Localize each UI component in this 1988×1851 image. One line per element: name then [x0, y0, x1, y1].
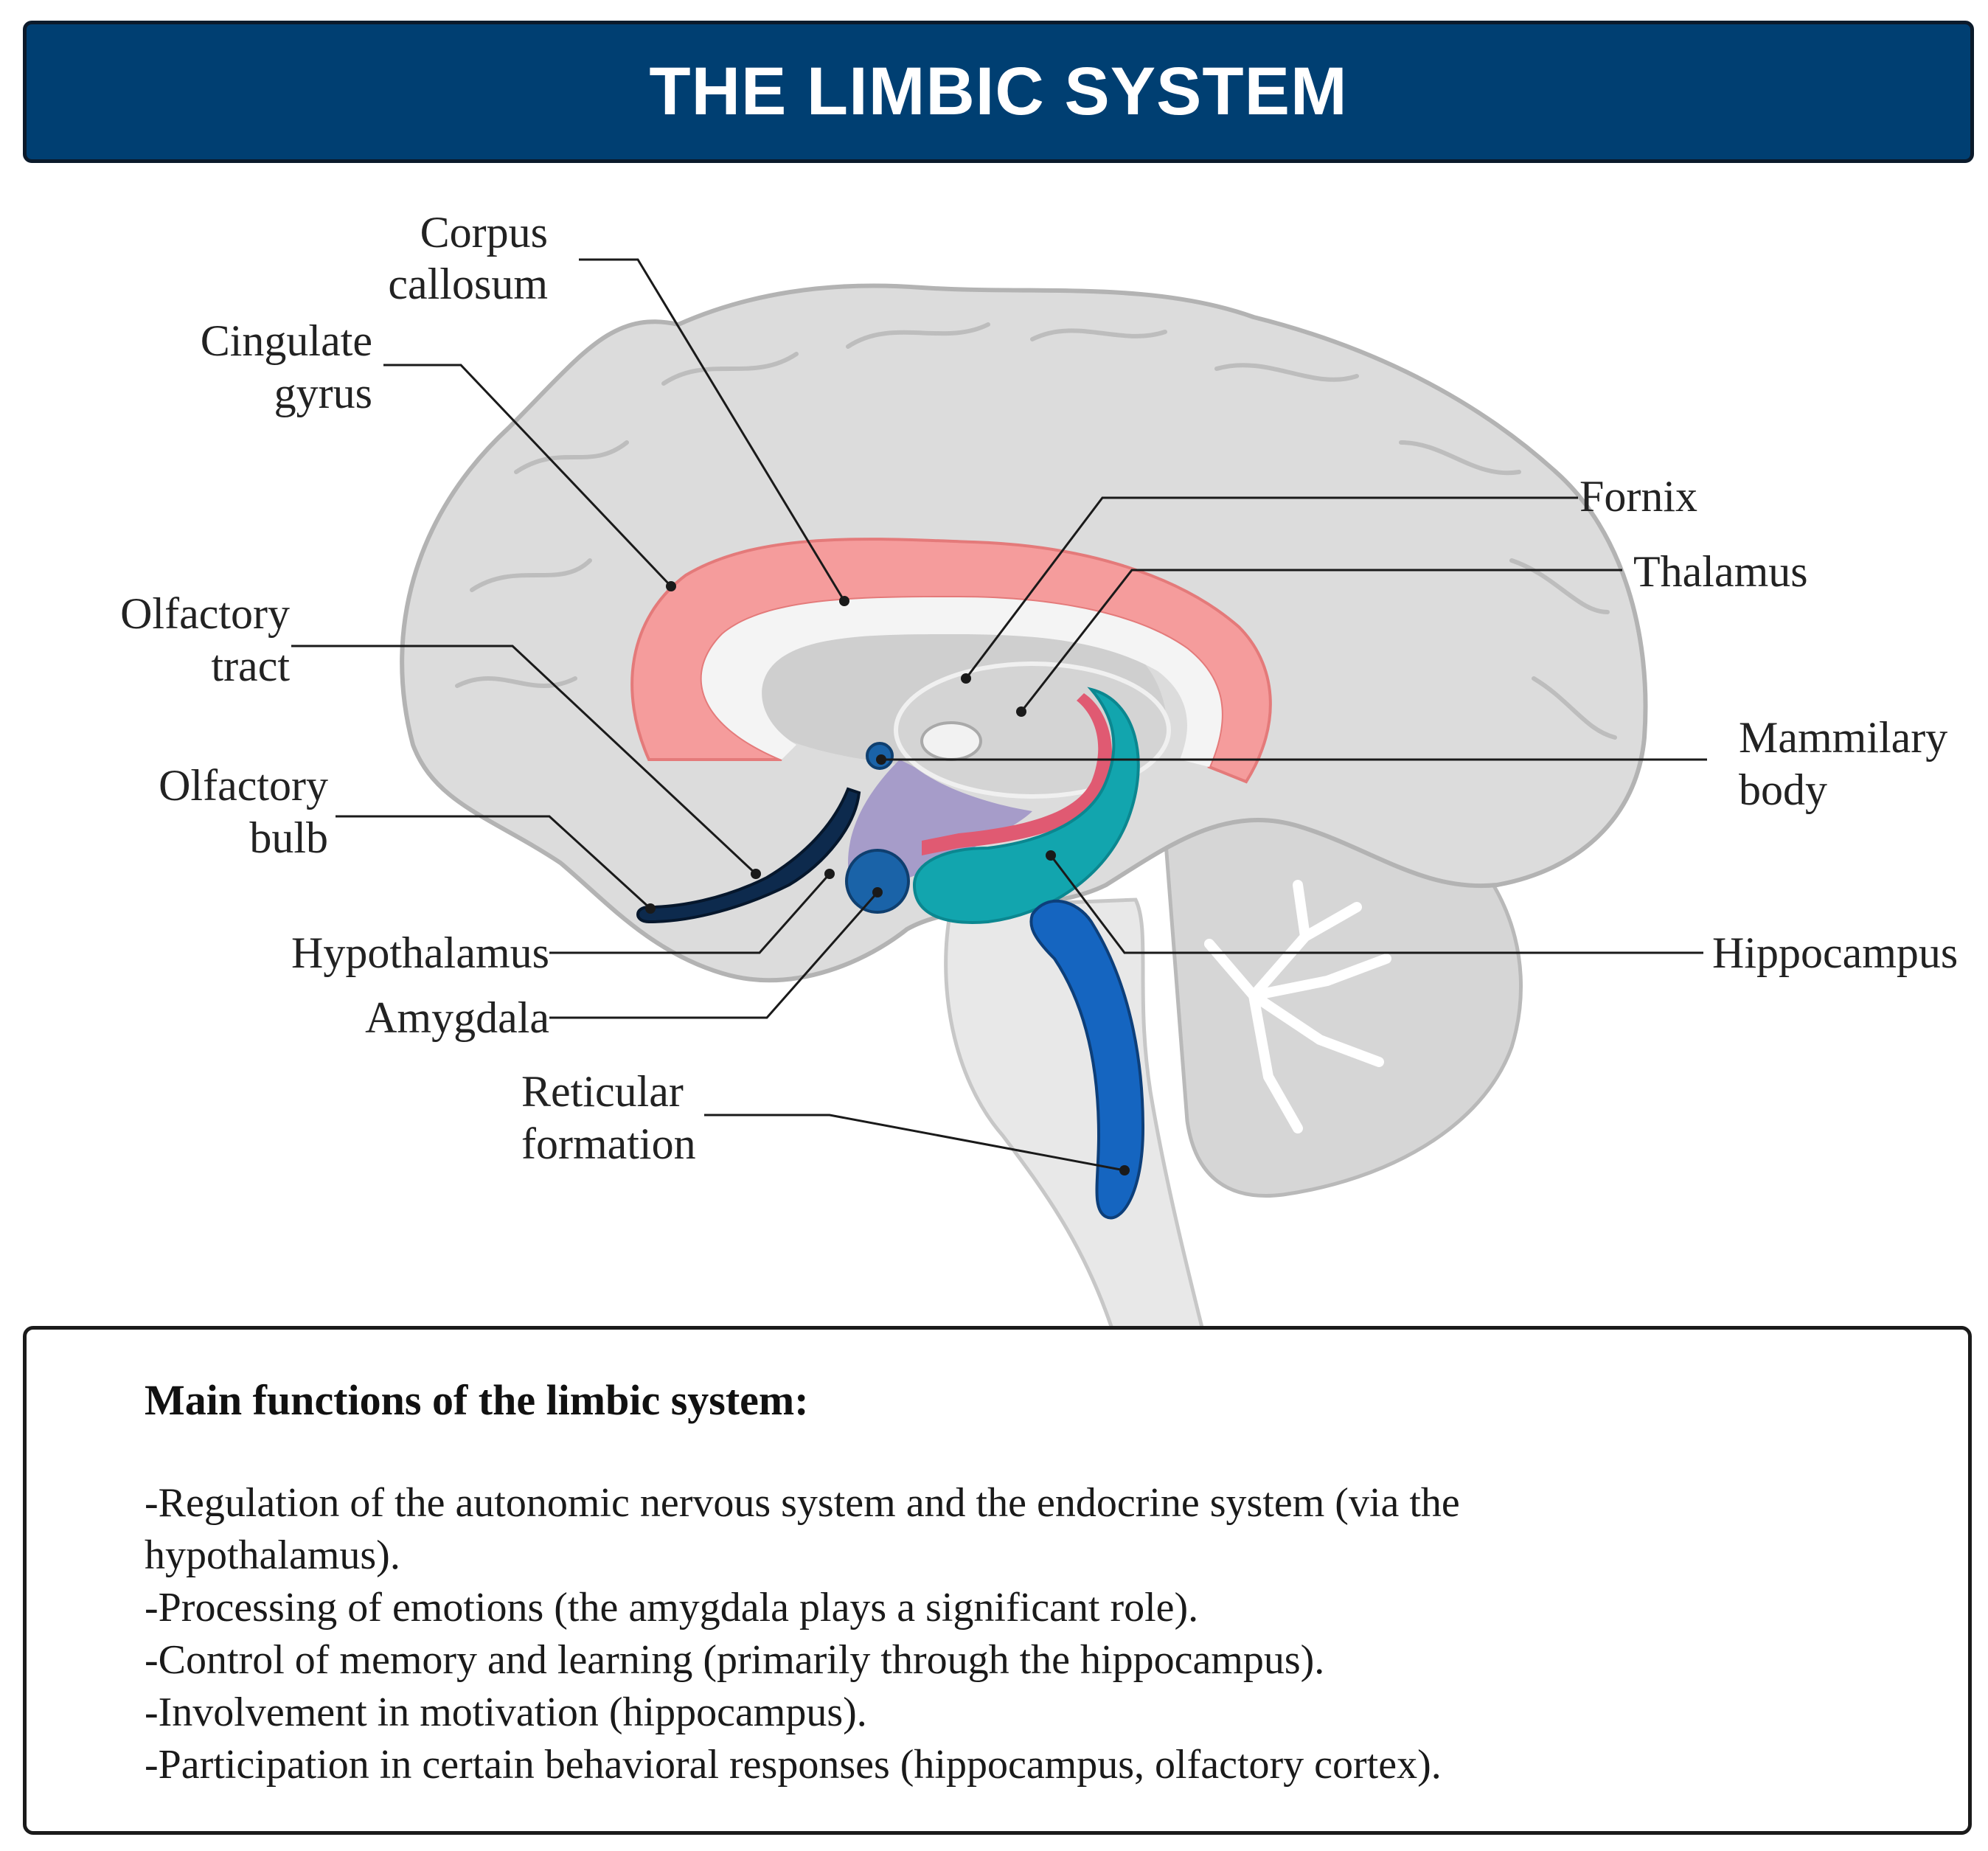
- functions-list: -Regulation of the autonomic nervous sys…: [145, 1477, 1693, 1791]
- label-thalamus: Thalamus: [1633, 547, 1808, 596]
- leader-olfactory-tract: [291, 645, 757, 875]
- leader-amygdala: [549, 892, 879, 1019]
- hippocampus-shape: [912, 687, 1140, 924]
- label-olfactory-tract-2: tract: [211, 642, 290, 690]
- label-amygdala: Amygdala: [365, 993, 549, 1042]
- leader-hypothalamus: [549, 873, 831, 954]
- label-cingulate-gyrus-2: gyrus: [274, 369, 372, 417]
- list-item: -Processing of emotions (the amygdala pl…: [145, 1585, 1199, 1631]
- fornix-shape: [922, 693, 1113, 855]
- amygdala-shape: [845, 849, 910, 914]
- label-corpus-callosum-1: Corpus: [420, 208, 548, 257]
- gyri-lines: [455, 322, 1617, 740]
- leader-fornix: [965, 496, 1578, 679]
- brainstem: [944, 897, 1204, 1327]
- label-mammilary-1: Mammilary: [1739, 713, 1947, 762]
- olfactory-tract-shape: [636, 787, 861, 924]
- leader-hippocampus: [1049, 855, 1703, 954]
- leader-thalamus: [1020, 569, 1622, 712]
- label-olfactory-tract-1: Olfactory: [120, 589, 290, 638]
- thalamus-hole: [920, 721, 982, 761]
- label-reticular-1: Reticular: [521, 1067, 684, 1116]
- label-mammilary-2: body: [1739, 765, 1827, 814]
- label-hippocampus: Hippocampus: [1712, 928, 1958, 977]
- label-fornix: Fornix: [1579, 472, 1697, 521]
- label-cingulate-gyrus-1: Cingulate: [201, 316, 372, 365]
- list-item: -Involvement in motivation (hippocampus)…: [145, 1689, 867, 1735]
- label-reticular-2: formation: [521, 1119, 696, 1168]
- corpus-callosum-shape: [701, 597, 1222, 767]
- arbor-vitae: [1204, 880, 1391, 1133]
- leader-reticular: [704, 1114, 1125, 1172]
- label-olfactory-bulb-1: Olfactory: [159, 761, 328, 810]
- label-corpus-callosum-2: callosum: [388, 260, 548, 308]
- leader-olfactory-bulb: [336, 815, 652, 910]
- reticular-formation-shape: [1029, 900, 1145, 1220]
- label-hypothalamus: Hypothalamus: [291, 928, 549, 977]
- functions-heading: Main functions of the limbic system:: [145, 1376, 809, 1424]
- list-item: -Control of memory and learning (primari…: [145, 1637, 1325, 1683]
- page-title: THE LIMBIC SYSTEM: [649, 54, 1348, 129]
- functions-box: Main functions of the limbic system: -Re…: [23, 1326, 1972, 1835]
- leader-cingulate-gyrus: [383, 364, 672, 588]
- leader-lines: [291, 258, 1707, 1172]
- list-item: -Regulation of the autonomic nervous sys…: [145, 1480, 1460, 1578]
- list-item: -Participation in certain behavioral res…: [145, 1742, 1442, 1788]
- leader-dots: [645, 581, 1130, 1175]
- title-banner: THE LIMBIC SYSTEM: [23, 21, 1974, 163]
- limbic-diagram: Corpus callosum Cingulate gyrus Olfactor…: [120, 208, 1958, 1327]
- leader-corpus-callosum: [579, 258, 846, 602]
- label-olfactory-bulb-2: bulb: [249, 813, 328, 862]
